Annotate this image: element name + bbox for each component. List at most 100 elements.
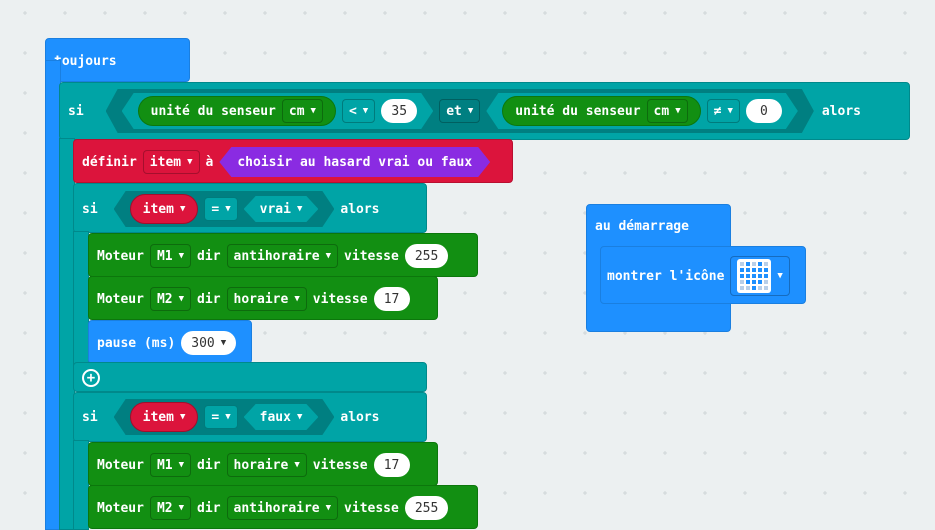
value-2-input[interactable]: 0 [746,99,782,123]
grid-mark [543,331,547,335]
set-var-dropdown[interactable]: item▼ [142,150,200,174]
grid-mark [863,51,867,55]
direction-dropdown[interactable]: horaire▼ [226,287,307,311]
grid-mark [703,51,707,55]
grid-mark [743,451,747,455]
compare-false[interactable]: item▼ =▼ faux▼ [114,399,335,435]
grid-mark [863,451,867,455]
unit-2-dropdown[interactable]: cm▼ [647,99,688,123]
grid-mark [463,51,467,55]
speed-input[interactable]: 255 [404,244,449,268]
grid-mark [583,371,587,375]
add-else-icon[interactable]: + [82,369,100,387]
item-var-true-label: item [142,201,174,217]
motor-select-dropdown[interactable]: M1▼ [149,453,192,477]
eq-false-dropdown[interactable]: =▼ [204,405,237,429]
chevron-down-icon: ▼ [225,204,231,214]
grid-mark [783,371,787,375]
on-start-label: au démarrage [595,218,689,234]
grid-mark [463,291,467,295]
icon-pixel [752,274,757,278]
compare-2[interactable]: unité du senseur cm▼ ≠▼ 0 [486,93,798,129]
chevron-down-icon: ▼ [225,412,231,422]
icon-pixel [752,268,757,272]
chevron-down-icon: ▼ [178,294,185,304]
forever-label: toujours [54,53,117,69]
and-condition[interactable]: unité du senseur cm▼ <▼ 35 et▼ unité du … [106,89,814,133]
if-false-header[interactable]: si item▼ =▼ faux▼ alors [73,392,427,442]
item-var-true[interactable]: item▼ [130,194,199,224]
grid-mark [23,491,27,495]
direction-value: antihoraire [233,248,320,264]
grid-mark [863,171,867,175]
unit-1-dropdown[interactable]: cm▼ [282,99,323,123]
motor-select-dropdown[interactable]: M1▼ [149,244,192,268]
bool-false[interactable]: faux▼ [244,404,319,430]
grid-mark [623,51,627,55]
random-boolean[interactable]: choisir au hasard vrai ou faux [219,147,490,177]
motor-block-false-2[interactable]: Moteur M2▼ dir antihoraire▼ vitesse 255 [88,485,478,529]
grid-mark [383,51,387,55]
grid-mark [583,331,587,335]
sensor-1-label: unité du senseur [150,103,276,119]
grid-mark [463,211,467,215]
grid-mark [503,491,507,495]
speed-input[interactable]: 17 [373,287,410,311]
motor-block-true-2[interactable]: Moteur M2▼ dir horaire▼ vitesse 17 [88,276,438,320]
grid-mark [303,331,307,335]
grid-mark [783,331,787,335]
sensor-2[interactable]: unité du senseur cm▼ [502,96,700,126]
item-var-false[interactable]: item▼ [130,402,199,432]
op-1-dropdown[interactable]: <▼ [342,99,375,123]
grid-mark [863,11,867,15]
sensor-1[interactable]: unité du senseur cm▼ [138,96,336,126]
and-dropdown[interactable]: et▼ [439,99,480,123]
dir-label: dir [197,291,221,307]
compare-true[interactable]: item▼ =▼ vrai▼ [114,191,335,227]
motor-block-true-1[interactable]: Moteur M1▼ dir antihoraire▼ vitesse 255 [88,233,478,277]
grid-mark [543,171,547,175]
to-label: à [205,154,214,170]
speed-input[interactable]: 17 [373,453,410,477]
pause-block[interactable]: pause (ms) 300▼ [88,320,252,364]
op-2-dropdown[interactable]: ≠▼ [707,99,740,123]
set-item-block[interactable]: définir item▼ à choisir au hasard vrai o… [73,139,513,183]
icon-pixel [764,268,769,272]
direction-dropdown[interactable]: antihoraire▼ [226,496,339,520]
bool-true-label: vrai [259,201,291,217]
if-outer-header[interactable]: si unité du senseur cm▼ <▼ 35 et▼ unité … [59,82,910,140]
motor-select-dropdown[interactable]: M2▼ [149,496,192,520]
grid-mark [503,211,507,215]
eq-true-dropdown[interactable]: =▼ [204,197,237,221]
then-outer-label: alors [821,103,861,119]
pause-value: 300 [191,335,215,351]
grid-mark [903,451,907,455]
speed-label: vitesse [344,500,399,516]
forever-block[interactable]: toujours [45,38,190,82]
grid-mark [863,211,867,215]
direction-dropdown[interactable]: horaire▼ [226,453,307,477]
icon-pixel [746,262,751,266]
compare-1[interactable]: unité du senseur cm▼ <▼ 35 [122,93,434,129]
value-1-input[interactable]: 35 [381,99,417,123]
set-var-value: item [149,154,182,170]
motor-select-dropdown[interactable]: M2▼ [149,287,192,311]
speed-input[interactable]: 255 [404,496,449,520]
motor-select-value: M1 [156,248,173,264]
grid-mark [583,11,587,15]
icon-pixel [764,286,769,290]
motor-block-false-1[interactable]: Moteur M1▼ dir horaire▼ vitesse 17 [88,442,438,486]
icon-pixel [746,274,751,278]
pause-input[interactable]: 300▼ [181,331,237,355]
bool-true[interactable]: vrai ▼ [244,196,319,222]
if-true-header[interactable]: si item▼ =▼ vrai▼ alors [73,183,427,233]
motor-label: Moteur [97,248,144,264]
icon-dropdown[interactable]: ▼ [730,256,790,296]
random-boolean-label: choisir au hasard vrai ou faux [237,154,473,170]
grid-mark [383,11,387,15]
grid-mark [623,171,627,175]
show-icon-block[interactable]: montrer l'icône ▼ [600,246,806,304]
grid-mark [23,211,27,215]
chevron-down-icon: ▼ [296,204,303,214]
direction-dropdown[interactable]: antihoraire▼ [226,244,339,268]
